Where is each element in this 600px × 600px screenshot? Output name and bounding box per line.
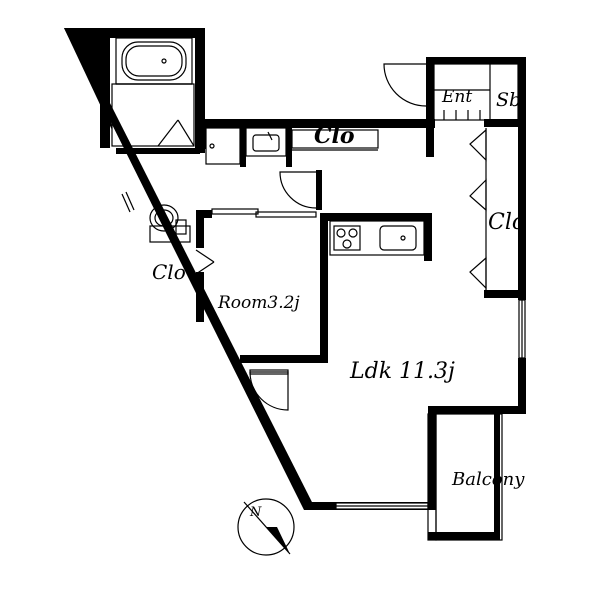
compass: N bbox=[237, 498, 295, 556]
compass-north-label: N bbox=[249, 505, 262, 520]
room-sliding-door bbox=[211, 208, 317, 218]
shoe-box-label: Sb bbox=[496, 89, 521, 111]
closet-right-doors bbox=[469, 128, 487, 290]
entrance-label: Ent bbox=[441, 87, 472, 107]
right-window bbox=[518, 299, 526, 359]
bathroom-floor bbox=[111, 83, 195, 147]
doors bbox=[249, 63, 427, 411]
room-label: Room3.2j bbox=[217, 293, 300, 313]
closet-top bbox=[291, 129, 379, 151]
balcony bbox=[427, 413, 503, 541]
closet-right-label: Clo bbox=[488, 210, 525, 235]
toilet bbox=[149, 204, 191, 243]
closet-top-label: Clo bbox=[314, 123, 355, 149]
interior-walls bbox=[116, 57, 524, 363]
ldk-label: Ldk 11.3j bbox=[349, 359, 455, 384]
closet-left bbox=[195, 249, 215, 275]
bottom-window bbox=[335, 502, 429, 510]
laundry-space bbox=[205, 127, 241, 165]
kitchen-counter bbox=[329, 220, 425, 256]
closet-left-label: Clo bbox=[152, 260, 186, 284]
diagonal-window bbox=[121, 191, 135, 213]
bathtub bbox=[115, 37, 193, 85]
washbasin bbox=[245, 127, 287, 157]
balcony-label: Balcony bbox=[451, 469, 525, 490]
entrance-area bbox=[433, 63, 519, 121]
